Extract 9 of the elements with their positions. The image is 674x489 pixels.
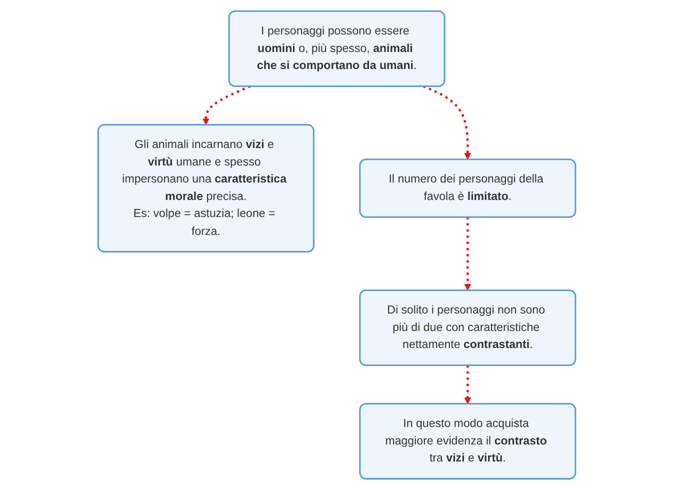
node-box: I personaggi possono essere uomini o, più spesso, animali che si comportano da umani. (228, 10, 446, 86)
arrow (464, 216, 472, 290)
arrow (464, 364, 472, 404)
node-box: Di solito i personaggi non sono più di due con caratteristiche nettamente contrastanti. (359, 288, 576, 366)
node-box: Gli animali incarnano vizi e virtù umane e spesso impersonano una caratteristica morale precisa. Es: volpe = astuzia; leone = forza. (98, 123, 315, 252)
arrow (202, 84, 251, 125)
node-box: In questo modo acquista maggiore evidenza il contrasto tra vizi e virtù. (359, 402, 576, 480)
arrow (423, 84, 472, 160)
node-box: Il numero dei personaggi della favola è limitato. (359, 158, 576, 218)
